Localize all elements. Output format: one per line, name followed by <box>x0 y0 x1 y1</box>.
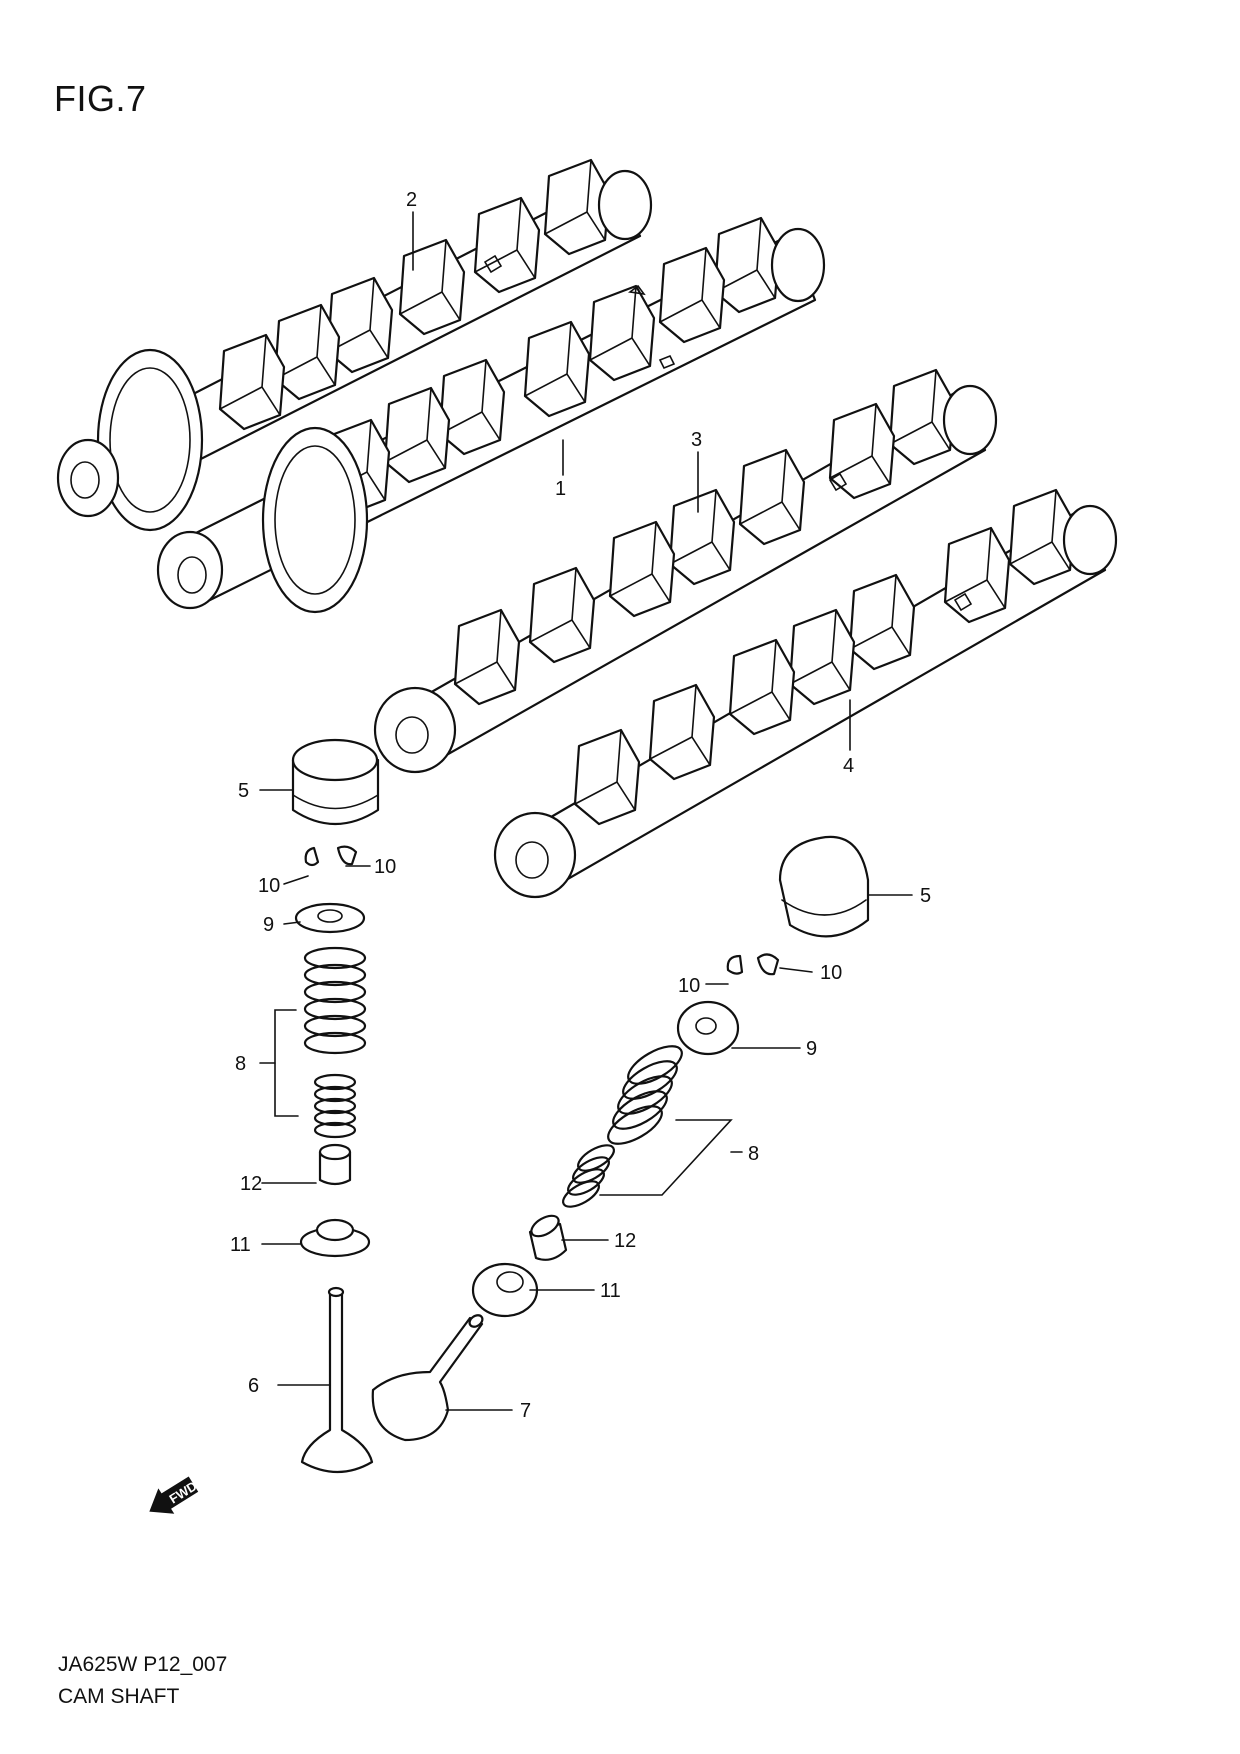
callout-10-right-b: 10 <box>820 962 842 984</box>
valve-right <box>371 1314 484 1442</box>
spring-inner-left <box>313 1073 357 1139</box>
retainer-right <box>676 1000 740 1056</box>
callout-8-right: 8 <box>748 1143 759 1165</box>
figure-title: FIG.7 <box>54 78 147 119</box>
tappet-left <box>291 738 380 826</box>
tappet-right <box>778 835 870 938</box>
spring-inner-right <box>562 1144 615 1208</box>
camshaft-4 <box>493 488 1118 899</box>
fwd-arrow-icon: FWD <box>149 1476 200 1514</box>
spring-outer-right <box>607 1045 683 1145</box>
callout-7: 7 <box>520 1400 531 1422</box>
camshaft-1 <box>156 216 826 614</box>
callout-4: 4 <box>843 755 854 777</box>
valve-left <box>300 1286 374 1473</box>
callout-6: 6 <box>248 1375 259 1397</box>
sprocket-2 <box>96 348 204 532</box>
drawing-caption: CAM SHAFT <box>58 1685 180 1708</box>
callout-labels: 2 1 3 4 5 5 10 10 9 8 12 11 6 10 10 9 8 … <box>230 189 931 1422</box>
callout-11-right: 11 <box>600 1280 621 1302</box>
callout-5-right: 5 <box>920 885 931 907</box>
fwd-arrow-text: FWD <box>167 1478 200 1506</box>
retainer-left <box>294 902 366 934</box>
callout-5-left: 5 <box>238 780 249 802</box>
callout-9-right: 9 <box>806 1038 817 1060</box>
callout-3: 3 <box>691 429 702 451</box>
camshaft-2 <box>56 158 653 532</box>
sprocket-1 <box>261 426 369 614</box>
cotter-right <box>726 953 780 976</box>
callout-12-left: 12 <box>240 1173 262 1195</box>
callout-1: 1 <box>555 478 566 500</box>
callout-8-left: 8 <box>235 1053 246 1075</box>
valve-seal-right <box>528 1214 568 1261</box>
spring-seat-left <box>299 1218 371 1258</box>
spring-outer-left <box>303 946 367 1055</box>
valve-seal-left <box>318 1143 352 1186</box>
callout-12-right: 12 <box>614 1230 636 1252</box>
leader-lines <box>259 211 913 1411</box>
callout-10-left-a: 10 <box>258 875 280 897</box>
callout-11-left: 11 <box>230 1234 251 1256</box>
cotter-left <box>304 845 358 867</box>
callout-10-right-a: 10 <box>678 975 700 997</box>
callout-10-left-b: 10 <box>374 856 396 878</box>
camshaft-3 <box>373 368 998 774</box>
callout-9-left: 9 <box>263 914 274 936</box>
callout-2: 2 <box>406 189 417 211</box>
drawing-code: JA625W P12_007 <box>58 1653 228 1676</box>
spring-seat-right <box>471 1262 539 1318</box>
